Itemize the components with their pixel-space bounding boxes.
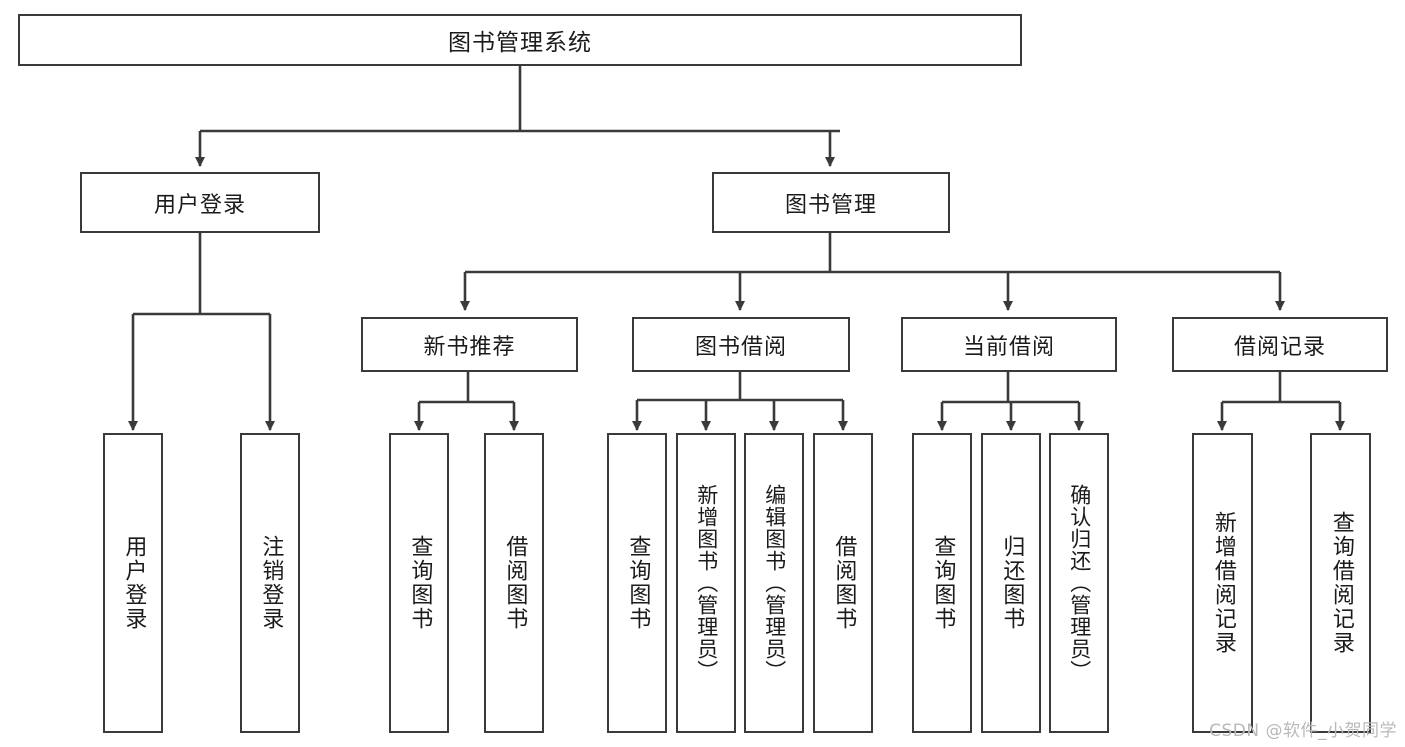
leaf-borrow-record-query[interactable]: 查询借阅记录 xyxy=(1310,433,1371,733)
node-user-login[interactable]: 用户登录 xyxy=(80,172,320,233)
leaf-label: 编辑图书（管理员） xyxy=(762,484,787,682)
node-root-system[interactable]: 图书管理系统 xyxy=(18,14,1022,66)
leaf-current-borrow-query[interactable]: 查询图书 xyxy=(912,433,972,733)
node-current-borrow[interactable]: 当前借阅 xyxy=(901,317,1117,372)
leaf-current-borrow-confirm[interactable]: 确认归还（管理员） xyxy=(1049,433,1109,733)
node-new-book-recommend[interactable]: 新书推荐 xyxy=(361,317,578,372)
leaf-label: 新增借阅记录 xyxy=(1210,511,1236,655)
leaf-label: 确认归还（管理员） xyxy=(1067,484,1092,682)
node-current-borrow-label: 当前借阅 xyxy=(962,334,1055,360)
leaf-user-login-login[interactable]: 用户登录 xyxy=(103,433,163,733)
leaf-book-borrow-borrow[interactable]: 借阅图书 xyxy=(813,433,873,733)
leaf-new-book-query[interactable]: 查询图书 xyxy=(389,433,449,733)
leaf-new-book-borrow[interactable]: 借阅图书 xyxy=(484,433,544,733)
leaf-current-borrow-return[interactable]: 归还图书 xyxy=(981,433,1041,733)
leaf-label: 查询图书 xyxy=(407,535,433,631)
node-user-login-label: 用户登录 xyxy=(153,192,246,218)
node-borrow-record[interactable]: 借阅记录 xyxy=(1172,317,1388,372)
leaf-borrow-record-add[interactable]: 新增借阅记录 xyxy=(1192,433,1253,733)
node-book-borrow[interactable]: 图书借阅 xyxy=(632,317,850,372)
leaf-label: 注销登录 xyxy=(258,535,284,631)
node-new-book-recommend-label: 新书推荐 xyxy=(423,334,516,360)
leaf-label: 新增图书（管理员） xyxy=(694,484,719,682)
leaf-user-login-logout[interactable]: 注销登录 xyxy=(240,433,300,733)
leaf-label: 查询借阅记录 xyxy=(1328,511,1354,655)
leaf-label: 查询图书 xyxy=(625,535,651,631)
leaf-book-borrow-add[interactable]: 新增图书（管理员） xyxy=(676,433,736,733)
node-root-label: 图书管理系统 xyxy=(448,30,592,56)
leaf-book-borrow-query[interactable]: 查询图书 xyxy=(607,433,667,733)
leaf-label: 借阅图书 xyxy=(502,535,528,631)
node-book-manage[interactable]: 图书管理 xyxy=(712,172,950,233)
node-borrow-record-label: 借阅记录 xyxy=(1233,334,1326,360)
leaf-label: 归还图书 xyxy=(999,535,1025,631)
leaf-label: 借阅图书 xyxy=(831,535,857,631)
watermark-text: CSDN @软件_小贺同学 xyxy=(1209,721,1397,741)
leaf-book-borrow-edit[interactable]: 编辑图书（管理员） xyxy=(744,433,804,733)
node-book-borrow-label: 图书借阅 xyxy=(694,334,787,360)
leaf-label: 用户登录 xyxy=(121,535,147,631)
node-book-manage-label: 图书管理 xyxy=(784,192,877,218)
leaf-label: 查询图书 xyxy=(930,535,956,631)
